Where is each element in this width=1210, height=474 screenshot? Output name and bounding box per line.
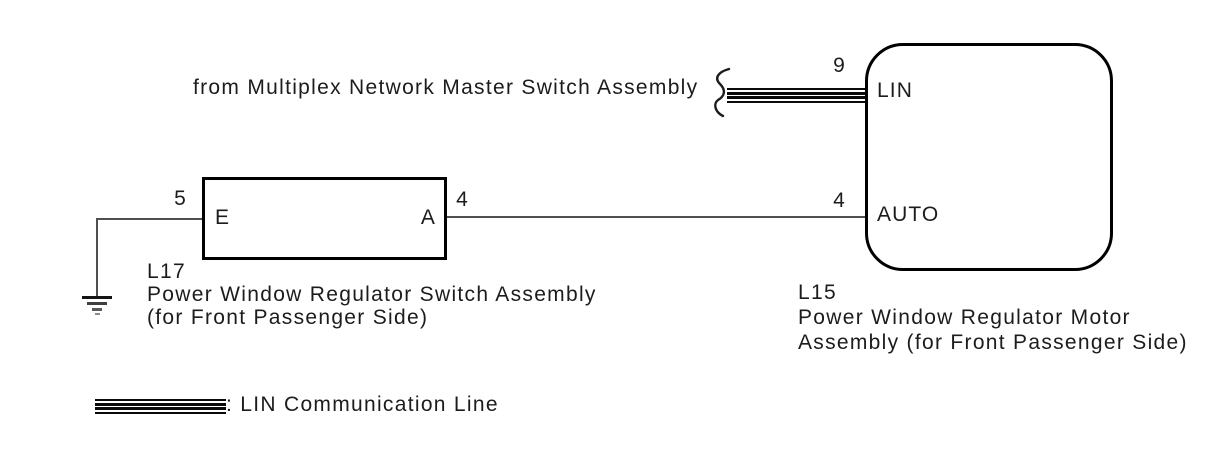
switch-assembly-note: (for Front Passenger Side) xyxy=(147,306,429,329)
motor-assembly-box: LIN AUTO xyxy=(865,43,1113,271)
auto-signal-wire xyxy=(444,216,865,218)
source-label: from Multiplex Network Master Switch Ass… xyxy=(193,76,699,99)
pin-number-auto: 4 xyxy=(833,189,845,212)
legend-label: : LIN Communication Line xyxy=(226,393,499,416)
pin-number-ground: 5 xyxy=(174,187,186,210)
lin-communication-wire xyxy=(727,88,865,103)
pin-number-signal: 4 xyxy=(456,188,468,211)
switch-assembly-code: L17 xyxy=(147,260,186,283)
switch-assembly-caption: L17 Power Window Regulator Switch Assemb… xyxy=(147,260,597,329)
motor-assembly-note: Assembly (for Front Passenger Side) xyxy=(798,331,1188,354)
switch-assembly-name: Power Window Regulator Switch Assembly xyxy=(147,283,597,306)
pin-number-lin: 9 xyxy=(833,54,845,77)
motor-assembly-code: L15 xyxy=(798,281,837,304)
motor-assembly-caption: L15 Power Window Regulator Motor Assembl… xyxy=(798,280,1188,355)
wire-break-icon xyxy=(714,67,731,118)
terminal-lin: LIN xyxy=(877,79,913,102)
ground-wire-vertical xyxy=(96,218,98,296)
motor-assembly-name: Power Window Regulator Motor xyxy=(798,306,1131,329)
terminal-a: A xyxy=(420,206,436,229)
terminal-e: E xyxy=(215,206,231,229)
terminal-auto: AUTO xyxy=(877,203,940,226)
ground-wire-horizontal xyxy=(96,218,202,220)
legend-lin-line-icon xyxy=(95,399,226,414)
switch-assembly-box: E A xyxy=(202,177,447,260)
